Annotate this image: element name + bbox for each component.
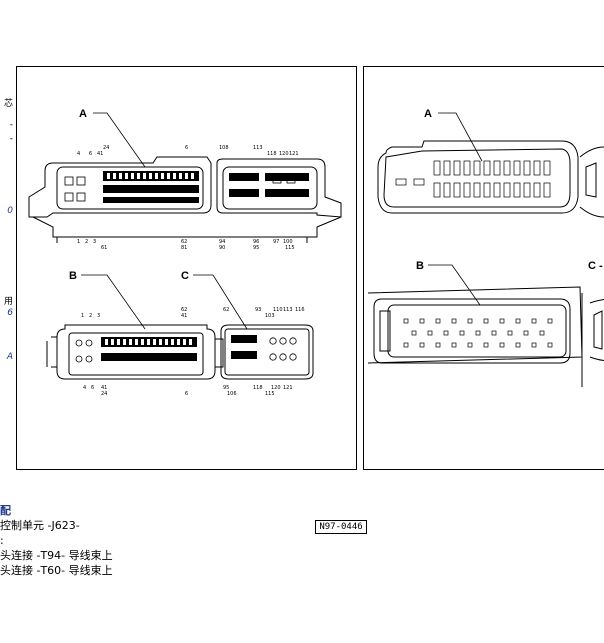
pin-label: 113	[283, 307, 293, 313]
pin-labels-c: 62 93 103 110 113 116 95 106 118 120 121…	[223, 307, 305, 397]
pin-labels-b: 1 2 3 62 41 4 6 24 41 6	[81, 307, 188, 397]
margin-fragment: A	[6, 352, 13, 362]
margin-fragment: 0	[7, 206, 13, 216]
pin-label: 4	[77, 151, 80, 157]
pin-label: 6	[89, 151, 92, 157]
pin-label: 1	[77, 239, 80, 245]
pin-label: 118	[253, 385, 263, 391]
pin-label: 41	[101, 385, 107, 391]
pin-label: 96	[253, 239, 259, 245]
pin-label: 1	[81, 313, 84, 319]
label-c-left: C	[181, 270, 189, 282]
left-margin-fragments: 芯 - - 0 用 6 A	[0, 60, 14, 400]
pin-label: 3	[97, 313, 100, 319]
pin-label: 81	[181, 245, 187, 251]
margin-fragment: -	[9, 120, 13, 130]
label-a-right: A	[424, 108, 432, 120]
pin-label: 2	[85, 239, 88, 245]
caption-line: :	[0, 534, 4, 547]
pin-label: 2	[89, 313, 92, 319]
connector-diagram-left: A 4 6 41 24 6 108 113 118 120 121 1 2 3 …	[16, 66, 367, 534]
caption-line: 头连接 -T94- 导线束上	[0, 549, 113, 562]
margin-fragment: 用	[3, 297, 13, 307]
caption-line: 头连接 -T60- 导线束上	[0, 564, 113, 577]
pin-label: 120	[271, 385, 281, 391]
figure-caption: 配 控制单元 -J623- : 头连接 -T94- 导线束上 头连接 -T60-…	[0, 503, 113, 578]
pin-label: 108	[219, 145, 229, 151]
pin-label: 100	[283, 239, 293, 245]
pin-label: 95	[253, 245, 259, 251]
pin-label: 120	[279, 151, 289, 157]
pin-label: 115	[265, 391, 275, 397]
pin-label: 95	[223, 385, 229, 391]
connector-drawing-left: A 4 6 41 24 6 108 113 118 120 121 1 2 3 …	[28, 108, 342, 397]
pin-label: 113	[253, 145, 263, 151]
pin-labels-a-bottom: 1 2 3 61 62 81 90 94 95 96 97 100 115	[77, 239, 295, 251]
pin-labels-a-top: 4 6 41 24 6 108 113 118 120 121	[77, 145, 299, 157]
pin-label: 6	[185, 391, 188, 397]
margin-fragment: 6	[7, 308, 13, 318]
connector-diagram-right: A B C -	[363, 66, 604, 470]
pin-label: 6	[91, 385, 94, 391]
connector-drawing-right: A B C -	[367, 108, 604, 387]
pin-label: 121	[283, 385, 293, 391]
pin-label: 97	[273, 239, 279, 245]
pin-label: 62	[181, 307, 187, 313]
pin-label: 116	[295, 307, 305, 313]
pin-label: 115	[285, 245, 295, 251]
caption-line: 控制单元 -J623-	[0, 519, 80, 532]
pin-label: 121	[289, 151, 299, 157]
pin-label: 62	[181, 239, 187, 245]
pin-label: 110	[273, 307, 283, 313]
margin-fragment: -	[9, 134, 13, 144]
label-a-left: A	[79, 108, 87, 120]
pin-label: 90	[219, 245, 225, 251]
label-b-right: B	[416, 260, 424, 272]
pin-label: 41	[97, 151, 103, 157]
margin-fragment: 芯	[3, 99, 13, 109]
pin-label: 3	[93, 239, 96, 245]
pin-label: 61	[101, 245, 107, 251]
pin-label: 94	[219, 239, 225, 245]
label-b-left: B	[69, 270, 77, 282]
pin-label: 93	[255, 307, 261, 313]
pin-label: 62	[223, 307, 229, 313]
figure-number: N97-0446	[315, 520, 367, 534]
pin-label: 118	[267, 151, 277, 157]
pin-label: 41	[181, 313, 187, 319]
pin-label: 24	[103, 145, 109, 151]
pin-label: 106	[227, 391, 237, 397]
label-c-right: C -	[588, 260, 603, 272]
pin-label: 24	[101, 391, 107, 397]
caption-heading: 配	[0, 504, 11, 517]
pin-label: 4	[83, 385, 86, 391]
pin-label: 6	[185, 145, 188, 151]
pin-label: 103	[265, 313, 275, 319]
